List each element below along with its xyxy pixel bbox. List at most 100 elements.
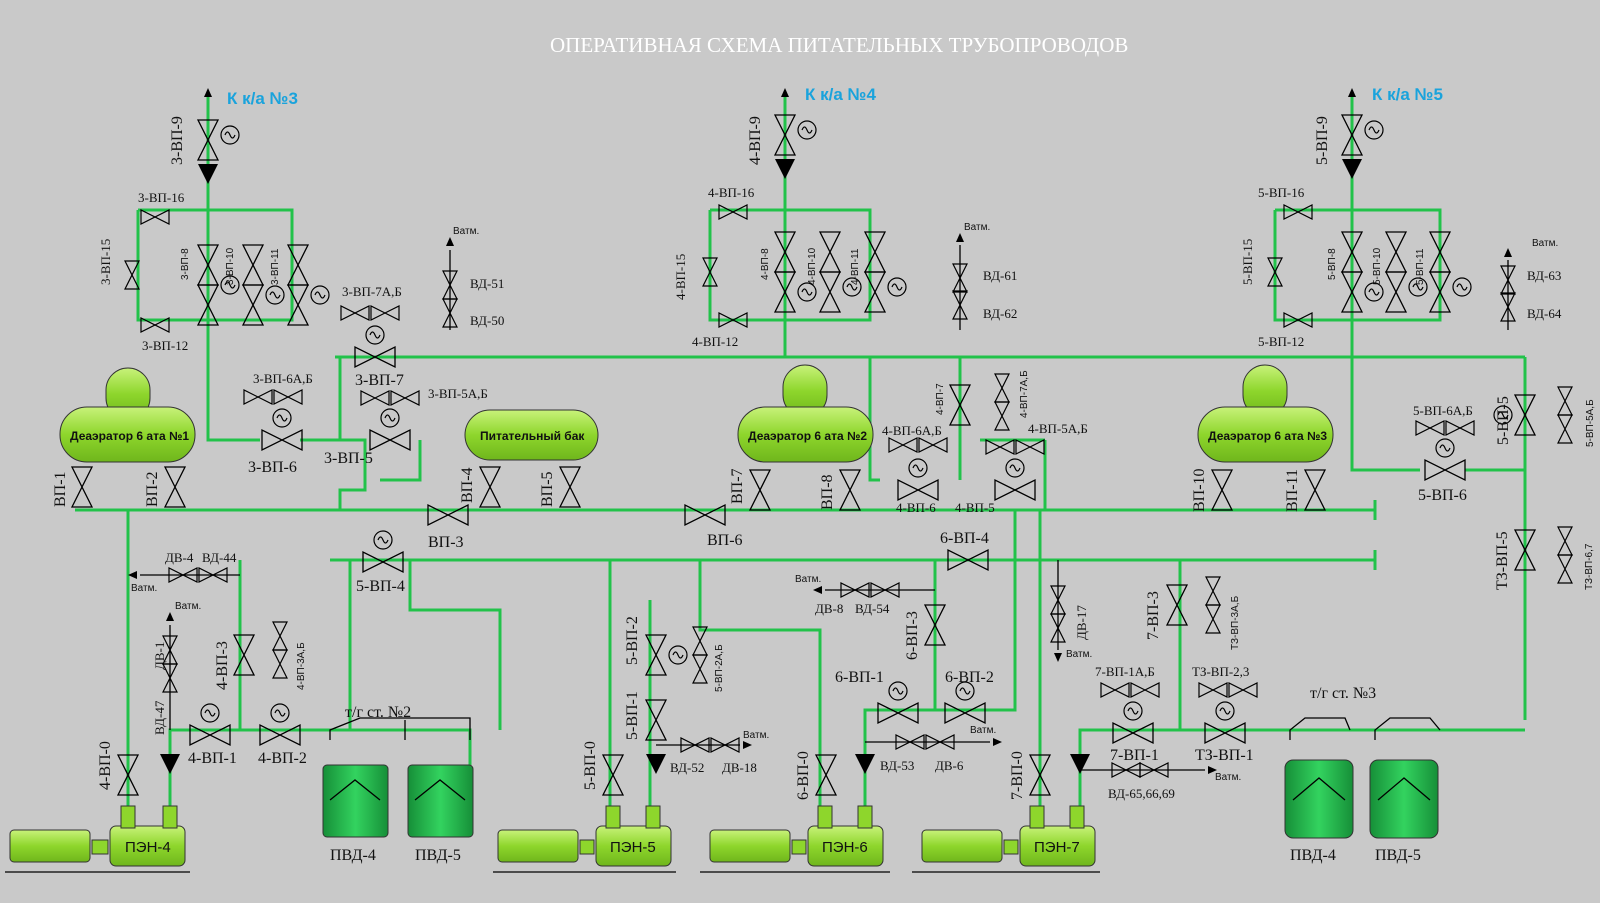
label-4-vp-5ab: 4-ВП-5А,Б bbox=[1028, 421, 1088, 436]
valve-4-vp-9[interactable] bbox=[774, 114, 817, 156]
valve-6-vp-1[interactable] bbox=[877, 681, 919, 724]
label-4-vp-15: 4-ВП-15 bbox=[673, 254, 688, 300]
label-vp-1: ВП-1 bbox=[52, 471, 69, 507]
pump6-branch: Bатм. ДВ-8 ВД-54 6-ВП-3 6-ВП-1 6-ВП-2 6-… bbox=[795, 574, 1002, 800]
valve-5-vp-5ab[interactable] bbox=[1557, 386, 1573, 444]
heater-pvd5-b[interactable] bbox=[1369, 759, 1439, 839]
valve-3-vp-5[interactable] bbox=[369, 408, 411, 451]
valve-4-vp-3ab[interactable] bbox=[272, 621, 288, 679]
valve-vp-8[interactable] bbox=[839, 469, 861, 511]
dest-ka3: К к/а №3 bbox=[227, 89, 298, 108]
valve-5-vp-11[interactable] bbox=[1429, 231, 1472, 313]
valve-vp-5[interactable] bbox=[559, 466, 581, 508]
label-4-vp-12: 4-ВП-12 bbox=[692, 334, 738, 349]
label-7-vp-3: 7-ВП-3 bbox=[1145, 591, 1162, 640]
valve-vp-2[interactable] bbox=[164, 466, 186, 508]
label-7-vp-1ab: 7-ВП-1А,Б bbox=[1095, 664, 1155, 679]
valve-4-vp-3[interactable] bbox=[233, 634, 255, 676]
label-4-vp-5: 4-ВП-5 bbox=[955, 500, 995, 515]
deaerator-3[interactable]: Деаэратор 6 ата №3 bbox=[1197, 364, 1334, 463]
label-4-vp-11: 4-ВП-11 bbox=[850, 248, 861, 285]
valve-vp-6[interactable] bbox=[684, 504, 726, 526]
valve-5-vp-2[interactable] bbox=[645, 634, 688, 676]
valve-3-vp-7ab[interactable] bbox=[340, 305, 400, 321]
label-vp-6: ВП-6 bbox=[707, 532, 743, 549]
valve-vp-7[interactable] bbox=[749, 469, 771, 511]
feed-tank[interactable]: Питательный бак bbox=[464, 409, 599, 461]
pump-pen7[interactable]: ПЭН-7 bbox=[912, 805, 1100, 873]
valve-7-vp-3[interactable] bbox=[1166, 584, 1188, 626]
heater-pvd4-b-label: ПВД-4 bbox=[1290, 847, 1336, 864]
valve-vp-10[interactable] bbox=[1211, 469, 1233, 511]
valve-5-vp-2ab[interactable] bbox=[692, 626, 708, 684]
pump-pen4[interactable]: ПЭН-4 bbox=[5, 805, 190, 873]
valve-vp-3[interactable] bbox=[427, 504, 469, 526]
valve-3-vp-6[interactable] bbox=[261, 408, 303, 451]
valve-t3-vp-67[interactable] bbox=[1557, 526, 1573, 584]
pump-pen5[interactable]: ПЭН-5 bbox=[493, 805, 676, 873]
valve-5-vp-0[interactable] bbox=[602, 754, 624, 796]
valve-5-vp-6[interactable] bbox=[1424, 438, 1466, 481]
label-6-vp-1: 6-ВП-1 bbox=[835, 669, 884, 686]
valve-3-vp-5ab[interactable] bbox=[360, 390, 420, 406]
atm-vd52: Bатм. bbox=[743, 730, 769, 741]
label-vp-8: ВП-8 bbox=[819, 474, 836, 510]
valve-t3-vp-1[interactable] bbox=[1204, 701, 1246, 744]
valve-4-vp-1[interactable] bbox=[189, 703, 231, 746]
deaerator-2-label: Деаэратор 6 ата №2 bbox=[748, 429, 867, 443]
valve-vp-1[interactable] bbox=[71, 466, 93, 508]
valve-7-vp-1[interactable] bbox=[1112, 701, 1154, 744]
label-t3-vp-5: ТЗ-ВП-5 bbox=[1494, 531, 1511, 590]
valve-4-vp-11[interactable] bbox=[864, 231, 907, 313]
label-3-vp-5ab: 3-ВП-5А,Б bbox=[428, 386, 488, 401]
heater-pvd4-a-label: ПВД-4 bbox=[330, 847, 376, 864]
valve-vp-11[interactable] bbox=[1304, 469, 1326, 511]
valve-4-vp-5ab[interactable] bbox=[985, 439, 1045, 455]
heater-pvd4-a[interactable] bbox=[322, 764, 389, 838]
label-5-vp-11: 5-ВП-11 bbox=[1415, 248, 1426, 285]
station-2-label: т/г ст. №2 bbox=[345, 704, 411, 721]
label-4-vp-0: 4-ВП-0 bbox=[97, 741, 114, 790]
heater-pvd4-b[interactable] bbox=[1284, 759, 1354, 839]
valve-3-vp-7[interactable] bbox=[354, 325, 396, 368]
label-5-vp-2ab: 5-ВП-2А,Б bbox=[714, 644, 725, 692]
valve-t3-vp-3ab[interactable] bbox=[1205, 576, 1221, 634]
atm-dv6: Bатм. bbox=[970, 725, 996, 736]
pump-pen6[interactable]: ПЭН-6 bbox=[700, 805, 890, 873]
valve-4-vp-16[interactable] bbox=[718, 204, 748, 220]
valve-3-vp-6ab[interactable] bbox=[243, 389, 303, 405]
pump-pen7-label: ПЭН-7 bbox=[1034, 839, 1080, 856]
valve-3-vp-9[interactable] bbox=[197, 119, 240, 161]
valve-4-vp-5[interactable] bbox=[994, 458, 1036, 501]
label-3-vp-8: 3-ВП-8 bbox=[180, 248, 191, 280]
valve-4-vp-6ab[interactable] bbox=[888, 437, 948, 453]
valve-5-vp-16[interactable] bbox=[1283, 204, 1313, 220]
valve-5-vp-9[interactable] bbox=[1341, 114, 1384, 156]
label-4-vp-1: 4-ВП-1 bbox=[188, 750, 237, 767]
deaerator-2[interactable]: Деаэратор 6 ата №2 bbox=[737, 364, 874, 463]
label-vp-5: ВП-5 bbox=[539, 471, 556, 507]
valve-5-vp-6ab[interactable] bbox=[1415, 420, 1475, 436]
valve-vp-4[interactable] bbox=[479, 466, 501, 508]
label-3-vp-11: 3-ВП-11 bbox=[270, 248, 281, 285]
label-vd-61: ВД-61 bbox=[983, 268, 1017, 283]
label-5-vp-1: 5-ВП-1 bbox=[624, 691, 641, 740]
valve-6-vp-2[interactable] bbox=[944, 681, 986, 724]
heater-pvd5-a[interactable] bbox=[407, 764, 474, 838]
valve-t3-vp-23[interactable] bbox=[1198, 682, 1258, 698]
valve-group-5: 5-ВП-9 5-ВП-16 5-ВП-15 5-ВП-12 5-ВП-8 5-… bbox=[1240, 114, 1596, 590]
label-vp-10: ВП-10 bbox=[1191, 468, 1208, 512]
valve-3-vp-11[interactable] bbox=[287, 244, 330, 326]
valve-4-vp-2[interactable] bbox=[259, 703, 301, 746]
valve-4-vp-6[interactable] bbox=[897, 458, 939, 501]
label-vp-7: ВП-7 bbox=[729, 468, 746, 504]
valve-3-vp-16[interactable] bbox=[140, 209, 170, 225]
deaerator-1[interactable]: Деаэратор 6 ата №1 bbox=[59, 367, 196, 463]
valve-7-vp-1ab[interactable] bbox=[1100, 682, 1160, 698]
valve-4-vp-7ab[interactable] bbox=[994, 373, 1010, 431]
valve-5-vp-4[interactable] bbox=[362, 530, 404, 573]
label-5-vp-6: 5-ВП-6 bbox=[1418, 487, 1467, 504]
label-t3-vp-1: ТЗ-ВП-1 bbox=[1195, 747, 1254, 764]
label-5-vp-15: 5-ВП-15 bbox=[1240, 239, 1255, 285]
atm-dv1: Bатм. bbox=[175, 601, 201, 612]
